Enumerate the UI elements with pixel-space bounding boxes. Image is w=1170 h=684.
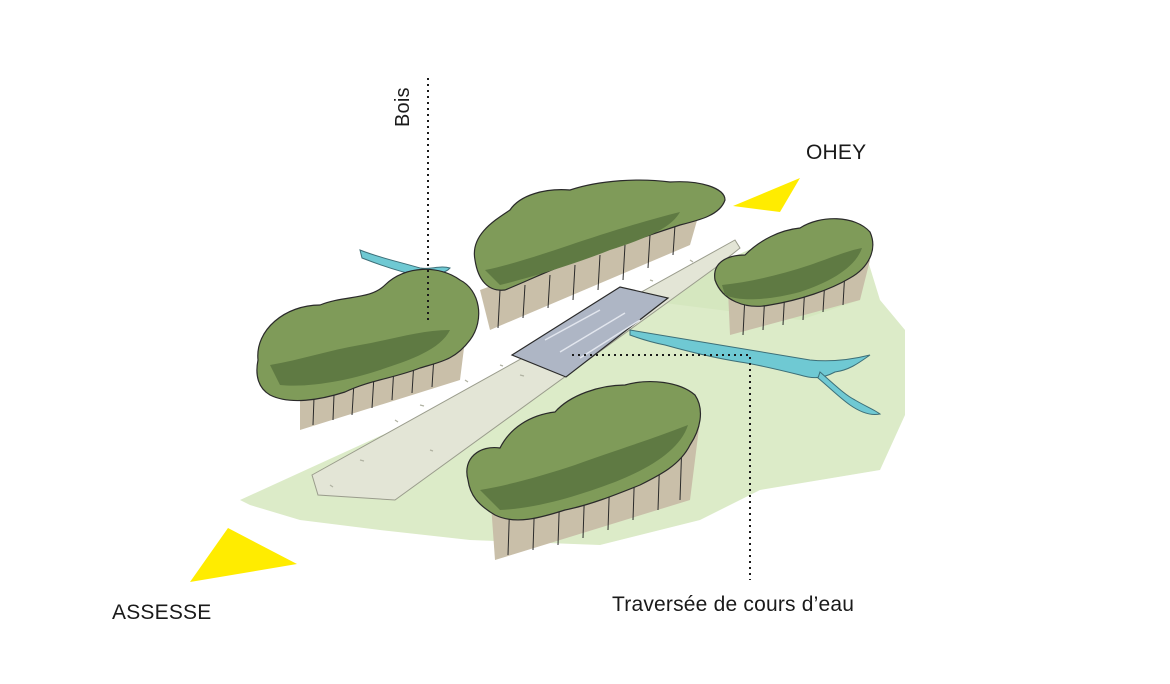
assesse-label: ASSESSE (112, 601, 212, 624)
bois-label: Bois (392, 87, 414, 127)
ohey-label: OHEY (806, 141, 867, 164)
tree-cluster-right (714, 218, 874, 336)
tree-cluster-left (256, 268, 480, 430)
triangle-arrow-icon (190, 528, 297, 582)
bridge-crossing (510, 286, 670, 378)
tree-cluster-front (466, 380, 702, 560)
tree-cluster-center (473, 179, 726, 330)
stream-crossing-label: Traversée de cours d’eau (612, 593, 855, 616)
annotation-lines (427, 78, 751, 580)
triangle-arrow-icon (733, 178, 800, 212)
